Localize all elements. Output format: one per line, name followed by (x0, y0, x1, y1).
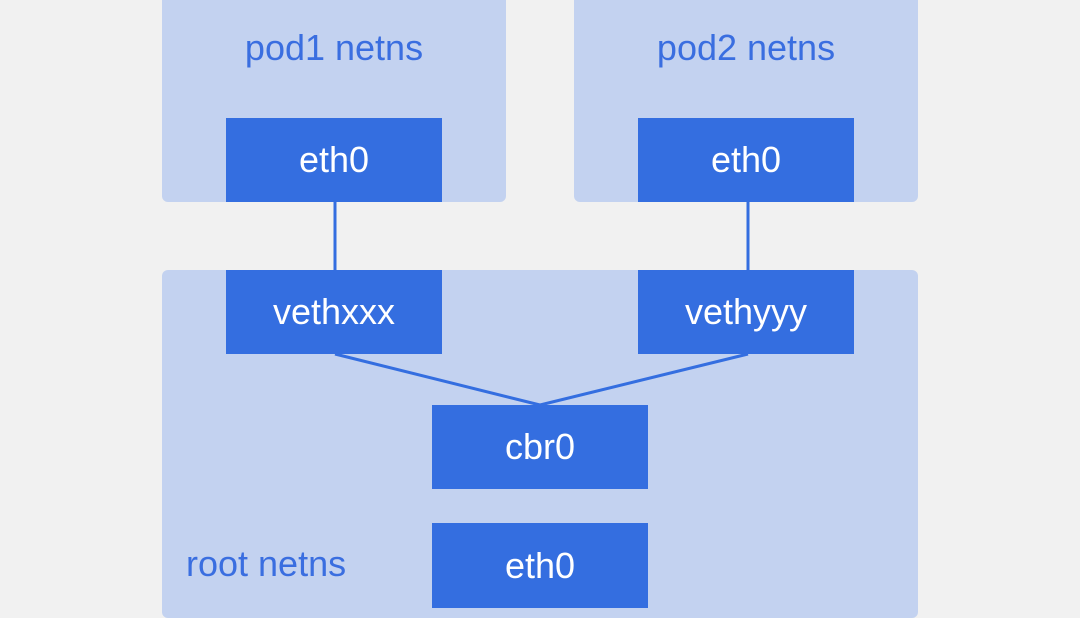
pod1-eth0-interface: eth0 (226, 118, 442, 202)
pod2-netns-label: pod2 netns (656, 27, 836, 68)
pod1-netns-label: pod1 netns (244, 27, 424, 68)
root-netns-label: root netns (186, 543, 347, 584)
root-eth0-interface: eth0 (432, 523, 648, 608)
link-vethyyy-cbr0 (539, 352, 749, 407)
vethyyy-interface: vethyyy (638, 270, 854, 354)
cbr0-bridge: cbr0 (432, 405, 648, 489)
vethxxx-interface: vethxxx (226, 270, 442, 354)
link-vethxxx-cbr0 (334, 352, 541, 407)
pod2-eth0-interface: eth0 (638, 118, 854, 202)
